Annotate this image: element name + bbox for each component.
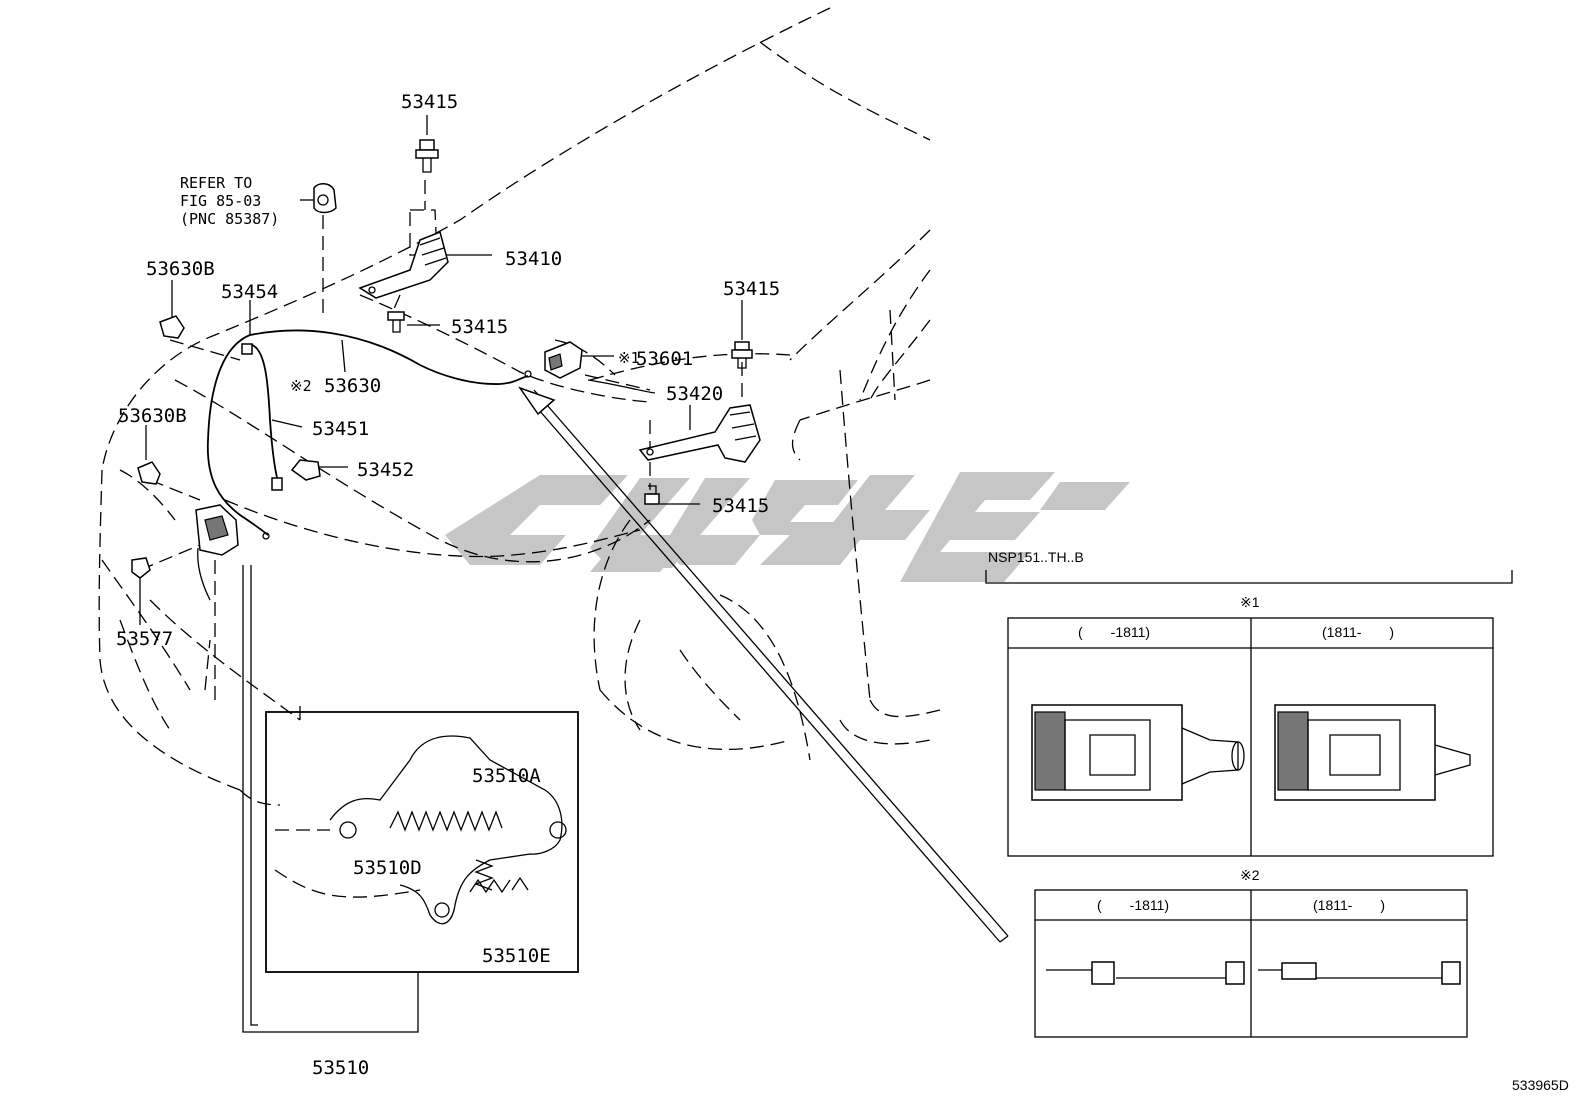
label-53415-low: 53415 (712, 495, 769, 517)
part-clip-85387 (313, 183, 337, 214)
refer-to-line3: (PNC 85387) (180, 210, 279, 228)
variant1-mark: ※1 (1240, 594, 1260, 610)
part-bolt-hinge (387, 311, 405, 333)
refer-to-line1: REFER TO (180, 174, 252, 192)
label-53630: 53630 (324, 375, 381, 397)
note-mark-2: ※2 (290, 377, 312, 395)
label-53510d: 53510D (353, 857, 422, 879)
part-bolt-right (731, 341, 753, 369)
watermark-logo (445, 472, 1130, 582)
part-clip-53454 (241, 343, 253, 355)
latch-detail (265, 711, 579, 973)
part-clip-53577 (131, 557, 151, 579)
variant2-col-left: ( -1811) (1097, 897, 1169, 913)
callout-labels: 53415 REFER TO FIG 85-03 (PNC 85387) 534… (116, 91, 780, 1079)
label-53630b-mid: 53630B (118, 405, 187, 427)
label-53630b-top: 53630B (146, 258, 215, 280)
label-53601: 53601 (636, 348, 693, 370)
label-53415-hinge: 53415 (451, 316, 508, 338)
variant-labels: NSP151..TH..B ※1 ( -1811) (1811- ) ※2 ( … (988, 549, 1569, 1093)
part-clip-53630b-top (159, 315, 185, 339)
cable-end-old (1046, 961, 1245, 985)
part-bolt-low (644, 485, 660, 505)
variant1-col-right: (1811- ) (1322, 624, 1394, 640)
cable-end-new (1258, 961, 1461, 985)
variant-panel (985, 570, 1513, 1038)
label-53415-top: 53415 (401, 91, 458, 113)
label-53452: 53452 (357, 459, 414, 481)
label-53451: 53451 (312, 418, 369, 440)
part-hinge-right (638, 404, 761, 463)
variant1-col-left: ( -1811) (1078, 624, 1150, 640)
label-53454: 53454 (221, 281, 278, 303)
label-53510e: 53510E (482, 945, 551, 967)
connector-new (1274, 704, 1471, 801)
callout-arrow (518, 386, 1009, 943)
release-cable (206, 329, 532, 540)
label-53420: 53420 (666, 383, 723, 405)
variant2-mark: ※2 (1240, 867, 1260, 883)
note-mark-1: ※1 (618, 349, 640, 367)
part-hinge-left (358, 230, 449, 299)
diagram-id: 533965D (1512, 1077, 1569, 1093)
part-bolt-top (415, 139, 439, 173)
label-53415-right: 53415 (723, 278, 780, 300)
refer-to-line2: FIG 85-03 (180, 192, 261, 210)
car-body-outline (98, 7, 941, 806)
model-code: NSP151..TH..B (988, 549, 1084, 565)
connector-old (1031, 704, 1245, 801)
part-latch-assembly (195, 504, 239, 601)
label-53410: 53410 (505, 248, 562, 270)
label-53577: 53577 (116, 628, 173, 650)
label-53510: 53510 (312, 1057, 369, 1079)
variant2-col-right: (1811- ) (1313, 897, 1385, 913)
part-clip-53630b-mid (137, 461, 161, 485)
part-lock-53601 (544, 341, 583, 379)
label-53510a: 53510A (472, 765, 541, 787)
part-bracket-53452 (290, 459, 321, 481)
